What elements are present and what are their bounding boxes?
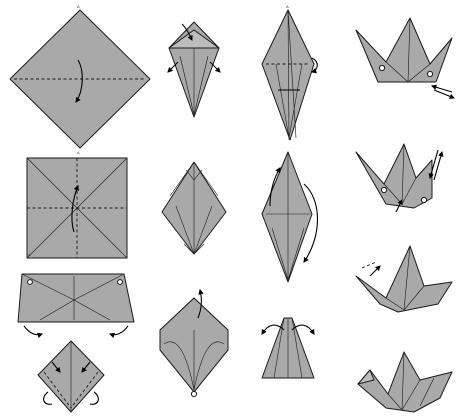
- step-5-kite-fold: [168, 22, 220, 117]
- step-12-crane-shaping: [356, 144, 442, 212]
- corner-letter-bottom: A: [77, 150, 80, 155]
- step-2-square-creased: A: [27, 158, 127, 258]
- step-10-two-points: [262, 318, 314, 378]
- fold-arrow: [370, 266, 380, 276]
- step-1-diamond-square: A A: [10, 4, 150, 155]
- step-14-finished-crane: [358, 352, 452, 412]
- fold-arrow: [90, 392, 98, 404]
- step-8-long-diamond: A: [262, 4, 317, 140]
- step-7-bird-base: [160, 290, 228, 397]
- step-11-crane-body: [356, 18, 454, 98]
- corner-letter-top: A: [77, 4, 80, 9]
- fold-arrow-left: [24, 326, 42, 335]
- corner-letter: A: [286, 4, 289, 9]
- fold-arrow: [44, 392, 52, 404]
- pull-arrow: [434, 152, 442, 180]
- fold-arrow-right: [110, 326, 128, 335]
- pull-arrow: [432, 86, 452, 92]
- step-6-petal-fold: [162, 162, 226, 254]
- step-3-folded-rectangle: [18, 274, 134, 335]
- corner-letter: A: [28, 252, 31, 257]
- step-13-crane-head-fold: [356, 246, 452, 312]
- step-9-narrowed-diamond: [262, 152, 318, 282]
- step-4-preliminary-base: [38, 341, 104, 412]
